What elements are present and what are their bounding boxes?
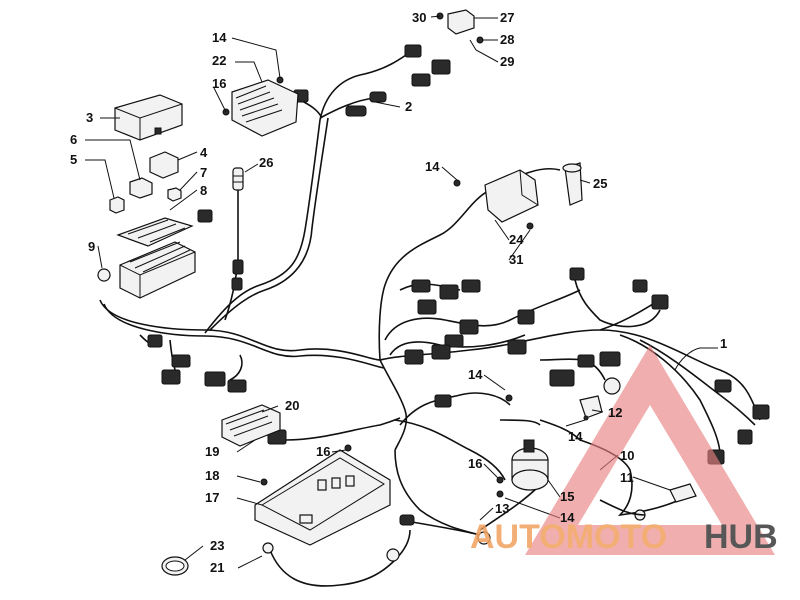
callout-25: 25 <box>593 176 607 191</box>
callout-31: 31 <box>509 252 523 267</box>
callout-2: 2 <box>405 99 412 114</box>
callout-16-solenoid: 16 <box>468 456 482 471</box>
callout-14-solenoid: 14 <box>468 367 483 382</box>
watermark-triangle-icon <box>525 345 775 555</box>
hose-clamp <box>161 556 189 576</box>
callout-26: 26 <box>259 155 273 170</box>
ignition-switch <box>453 162 583 230</box>
wiring-harness <box>99 44 761 587</box>
fuse-box-cover <box>114 94 183 141</box>
watermark: AUTOMOTO HUB <box>470 345 778 556</box>
callout-29: 29 <box>500 54 514 69</box>
watermark-text-hub: HUB <box>704 518 778 556</box>
callout-8: 8 <box>200 183 207 198</box>
callout-28: 28 <box>500 32 514 47</box>
switch-block-27 <box>436 9 490 44</box>
control-module <box>221 404 281 447</box>
callout-13: 13 <box>495 501 509 516</box>
fuse-board <box>116 217 194 247</box>
callout-1: 1 <box>720 336 727 351</box>
starter-solenoid <box>496 394 549 498</box>
callout-7: 7 <box>200 165 207 180</box>
callout-12: 12 <box>608 405 622 420</box>
watermark-text-auto: AUTOMOTO <box>470 518 667 556</box>
voltage-regulator <box>222 76 299 137</box>
callout-16-regulator: 16 <box>212 76 226 91</box>
callout-30: 30 <box>412 10 426 25</box>
callout-17: 17 <box>205 490 219 505</box>
bracket-12 <box>579 377 621 421</box>
callout-15: 15 <box>560 489 574 504</box>
callout-27: 27 <box>500 10 514 25</box>
callout-14-top: 14 <box>212 30 227 45</box>
callout-18: 18 <box>205 468 219 483</box>
callout-23: 23 <box>210 538 224 553</box>
callout-20: 20 <box>285 398 299 413</box>
callout-9: 9 <box>88 239 95 254</box>
callout-11: 11 <box>620 470 634 485</box>
fuse-block <box>97 241 196 299</box>
sensor-26 <box>232 167 244 191</box>
connectors <box>147 44 770 562</box>
battery-tray <box>254 444 391 546</box>
callout-6: 6 <box>70 132 77 147</box>
callout-14-bracket: 14 <box>568 429 583 444</box>
callout-4: 4 <box>200 145 208 160</box>
callout-14-bottom: 14 <box>560 510 575 525</box>
clamp-9 <box>97 268 111 282</box>
callout-5: 5 <box>70 152 77 167</box>
callout-14-coil: 14 <box>425 159 440 174</box>
callout-24: 24 <box>509 232 524 247</box>
relays <box>109 151 182 214</box>
callout-16-tray: 16 <box>316 444 330 459</box>
callout-10: 10 <box>620 448 634 463</box>
callout-21: 21 <box>210 560 224 575</box>
callout-19: 19 <box>205 444 219 459</box>
battery-terminal-11 <box>599 483 697 521</box>
callout-22: 22 <box>212 53 226 68</box>
callout-3: 3 <box>86 110 93 125</box>
callout-numbers: 1 2 3 4 5 6 7 8 9 10 11 12 13 14 14 14 1… <box>70 10 727 575</box>
